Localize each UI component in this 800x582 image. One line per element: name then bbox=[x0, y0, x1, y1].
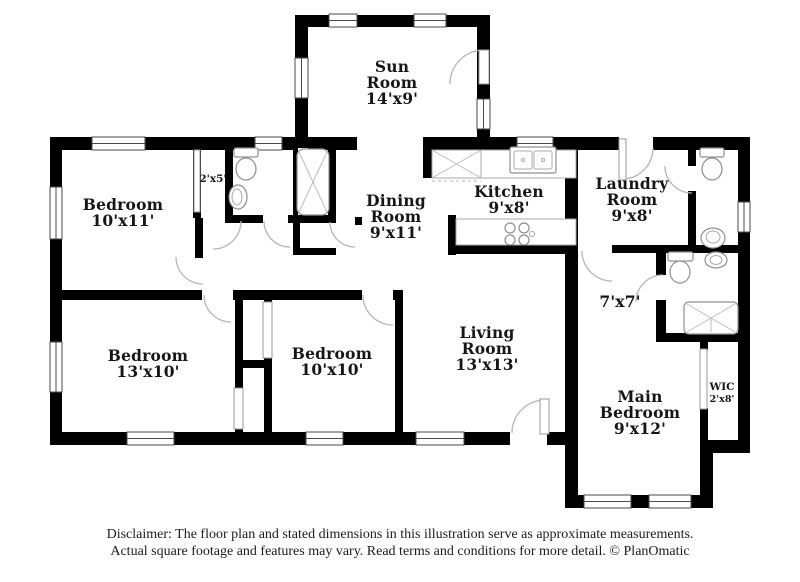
toilet-icon bbox=[233, 147, 259, 181]
sink-icon bbox=[228, 184, 248, 210]
svg-text:2'x8': 2'x8' bbox=[710, 394, 735, 405]
fixtures bbox=[228, 146, 739, 335]
svg-text:Sun: Sun bbox=[375, 57, 409, 76]
room-label-hall: 7'x7' bbox=[599, 292, 640, 311]
svg-text:Room: Room bbox=[607, 190, 658, 209]
door-swing-icon bbox=[618, 138, 654, 181]
sliding-door-icon bbox=[699, 348, 708, 410]
svg-text:9'x8': 9'x8' bbox=[488, 198, 529, 217]
window-icon bbox=[49, 341, 63, 393]
room-label-bedroom-bottom-mid: Bedroom 10'x10' bbox=[292, 344, 373, 379]
window-icon bbox=[737, 201, 751, 233]
window-icon bbox=[49, 186, 63, 240]
room-label-dining-room: Dining Room 9'x11' bbox=[366, 191, 426, 242]
room-label-main-bedroom: Main Bedroom 9'x12' bbox=[600, 387, 681, 438]
svg-text:10'x10': 10'x10' bbox=[300, 360, 363, 379]
toilet-icon bbox=[699, 147, 725, 181]
room-label-closet-2x5: 2'x5' bbox=[199, 173, 226, 185]
svg-text:Main: Main bbox=[617, 387, 662, 406]
door-swing-icon bbox=[329, 221, 356, 248]
svg-text:Bedroom: Bedroom bbox=[600, 403, 681, 422]
window-icon bbox=[415, 431, 465, 446]
room-labels: Sun Room 14'x9' Bedroom 10'x11' 2'x5' Di… bbox=[83, 57, 735, 438]
door-swing-icon bbox=[581, 250, 613, 282]
room-label-sun-room: Sun Room 14'x9' bbox=[366, 57, 418, 108]
sliding-door-icon bbox=[262, 301, 273, 359]
disclaimer: Disclaimer: The floor plan and stated di… bbox=[107, 527, 694, 559]
window-icon bbox=[413, 13, 447, 28]
room-label-bedroom-top-left: Bedroom 10'x11' bbox=[83, 195, 164, 230]
door-swing-icon bbox=[263, 220, 291, 248]
svg-text:9'x12': 9'x12' bbox=[614, 419, 666, 438]
room-label-laundry-room: Laundry Room 9'x8' bbox=[596, 174, 670, 225]
door-swing-icon bbox=[362, 294, 394, 326]
svg-text:WIC: WIC bbox=[708, 381, 734, 393]
svg-text:Bedroom: Bedroom bbox=[108, 346, 189, 365]
window-icon bbox=[254, 136, 283, 151]
doors bbox=[175, 49, 693, 435]
svg-text:Bedroom: Bedroom bbox=[292, 344, 373, 363]
svg-text:Dining: Dining bbox=[366, 191, 426, 210]
svg-text:Room: Room bbox=[367, 73, 418, 92]
shower-icon bbox=[683, 301, 739, 335]
sink-icon bbox=[704, 251, 728, 269]
window-icon bbox=[305, 431, 344, 446]
room-label-bedroom-bottom-left: Bedroom 13'x10' bbox=[108, 346, 189, 381]
sliding-doors bbox=[193, 149, 708, 430]
room-label-kitchen: Kitchen 9'x8' bbox=[474, 182, 544, 217]
door-swing-icon bbox=[511, 398, 550, 435]
disclaimer-line-1: Disclaimer: The floor plan and stated di… bbox=[107, 527, 694, 542]
dishwasher-icon bbox=[431, 149, 482, 182]
window-icon bbox=[583, 494, 632, 509]
window-icon bbox=[328, 13, 358, 28]
window-icon bbox=[476, 98, 491, 130]
kitchen-counter bbox=[455, 218, 577, 246]
svg-text:13'x13': 13'x13' bbox=[455, 355, 518, 374]
svg-text:Living: Living bbox=[460, 323, 515, 342]
svg-text:9'x11': 9'x11' bbox=[370, 223, 422, 242]
window-icon bbox=[294, 57, 309, 99]
svg-text:Kitchen: Kitchen bbox=[474, 182, 544, 201]
svg-text:Laundry: Laundry bbox=[596, 174, 670, 193]
tub-shower-icon bbox=[296, 148, 330, 216]
svg-text:7'x7': 7'x7' bbox=[599, 292, 640, 311]
window-icon bbox=[126, 431, 175, 446]
sliding-door-icon bbox=[193, 149, 201, 213]
sliding-door-icon bbox=[233, 387, 244, 430]
door-swing-icon bbox=[449, 49, 490, 85]
window-icon bbox=[91, 136, 146, 151]
room-label-living-room: Living Room 13'x13' bbox=[455, 323, 518, 374]
svg-text:Room: Room bbox=[371, 207, 422, 226]
door-swing-icon bbox=[664, 165, 693, 194]
disclaimer-line-2: Actual square footage and features may v… bbox=[110, 544, 689, 559]
svg-text:2'x5': 2'x5' bbox=[199, 173, 226, 185]
double-sink-icon bbox=[509, 146, 557, 174]
door-swing-icon bbox=[175, 256, 204, 285]
svg-text:Room: Room bbox=[462, 339, 513, 358]
window-icon bbox=[648, 494, 692, 509]
svg-text:10'x11': 10'x11' bbox=[91, 211, 154, 230]
door-swing-icon bbox=[635, 274, 664, 303]
door-swing-icon bbox=[212, 220, 242, 250]
room-label-wic: WIC 2'x8' bbox=[708, 381, 734, 405]
toilet-icon bbox=[667, 251, 694, 284]
svg-text:Bedroom: Bedroom bbox=[83, 195, 164, 214]
svg-text:14'x9': 14'x9' bbox=[366, 89, 418, 108]
windows bbox=[49, 13, 751, 509]
sink-icon bbox=[700, 227, 726, 249]
door-swing-icon bbox=[203, 294, 232, 323]
stove-cooktop-icon bbox=[504, 222, 535, 246]
svg-text:13'x10': 13'x10' bbox=[116, 362, 179, 381]
svg-text:9'x8': 9'x8' bbox=[611, 206, 652, 225]
